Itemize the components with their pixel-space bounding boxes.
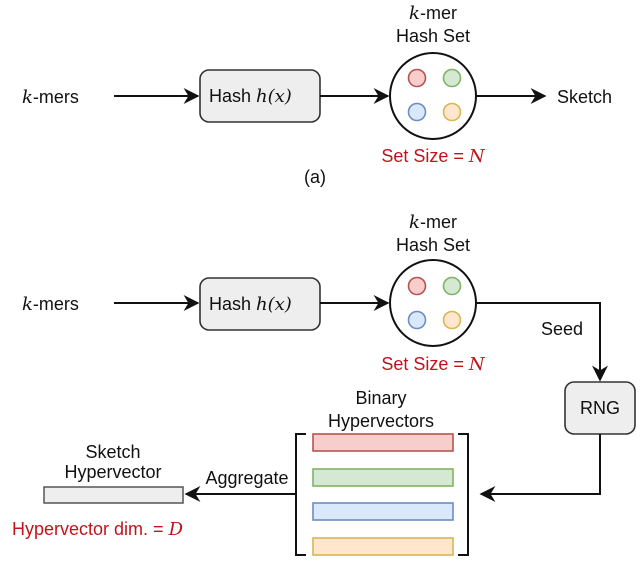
hash-dot-red xyxy=(407,68,427,88)
hash-dot-orange xyxy=(442,102,462,122)
panel-b: k-mers Hash h(x) k-mer Hash Set Set Size… xyxy=(12,212,636,556)
set-size-annotation: Set Size = N xyxy=(381,146,486,167)
rng-label: RNG xyxy=(580,398,620,418)
hash-dot-red-b xyxy=(407,276,427,296)
hash-function-label: Hash h(x) xyxy=(209,86,292,107)
hash-dot-green xyxy=(442,68,462,88)
kmers-input-label: k-mers xyxy=(22,87,79,108)
hash-function-label-b: Hash h(x) xyxy=(209,294,292,315)
hash-dot-orange-b xyxy=(442,310,462,330)
hash-set-title-line2-b: Hash Set xyxy=(396,235,470,255)
binary-hypervectors-title-line1: Binary xyxy=(355,388,406,408)
sketch-hypervector-bar xyxy=(43,486,184,504)
arrow-rng-to-hypervectors xyxy=(479,434,601,502)
hash-set-circle xyxy=(389,52,477,140)
seed-label: Seed xyxy=(541,319,583,339)
left-bracket xyxy=(295,433,306,556)
hypervector-bar-orange xyxy=(312,537,454,556)
hash-set-title-line1-b: k-mer xyxy=(409,212,457,233)
right-bracket xyxy=(458,433,469,556)
hypervector-bar-green xyxy=(312,468,454,487)
panel-a: k-mers Hash h(x) k-mer Hash Set Set Size… xyxy=(22,3,612,187)
aggregate-label: Aggregate xyxy=(205,468,288,488)
arrow-set-to-rng xyxy=(476,302,608,382)
hash-dot-blue xyxy=(407,102,427,122)
set-size-annotation-b: Set Size = N xyxy=(381,354,486,375)
binary-hypervectors-title-line2: Hypervectors xyxy=(328,411,434,431)
hypervector-dim-annotation: Hypervector dim. = D xyxy=(12,519,184,540)
hypervector-bar-blue xyxy=(312,502,454,521)
panel-a-caption: (a) xyxy=(304,167,326,187)
hash-set-title-line1: k-mer xyxy=(409,3,457,24)
sketch-hypervector-title-line2: Hypervector xyxy=(64,462,161,482)
hash-dot-blue-b xyxy=(407,310,427,330)
hypervector-bar-red xyxy=(312,433,454,452)
kmers-input-label-b: k-mers xyxy=(22,294,79,315)
sketch-hypervector-title-line1: Sketch xyxy=(85,442,140,462)
hash-dot-green-b xyxy=(442,276,462,296)
hash-set-title-line2: Hash Set xyxy=(396,26,470,46)
hash-set-circle-b xyxy=(389,259,477,347)
sketch-output-label: Sketch xyxy=(557,87,612,107)
